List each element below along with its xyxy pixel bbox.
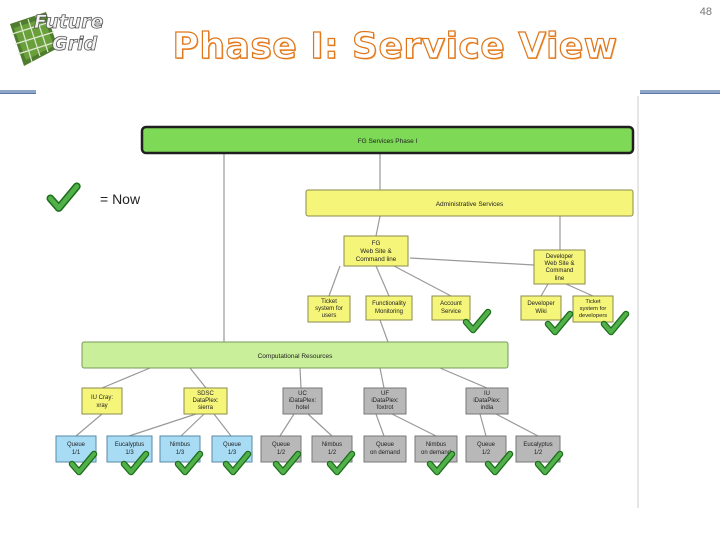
fg-website-node: FG Web Site & Command line [343, 235, 409, 267]
leaf-label: Eucalyptus [523, 442, 552, 448]
leaf-node-nimbus-1-3: Nimbus 1/3 [159, 435, 201, 463]
resource-label: SDSC [197, 391, 214, 397]
admin-child-label: Wiki [535, 309, 546, 315]
leaf-label: 1/2 [482, 450, 491, 456]
leaf-label: 1/3 [125, 450, 134, 456]
admin-child-label: Functionality [372, 301, 406, 307]
resource-label: sierra [198, 405, 214, 411]
slide-title: Phase I: Service View [172, 25, 618, 67]
leaf-label: on demand [370, 450, 400, 456]
leaf-label: 1/3 [176, 450, 185, 456]
resource-label: india [481, 405, 494, 411]
leaf-label: Queue [67, 442, 86, 448]
resource-label: IU [484, 391, 490, 397]
fg-website-line3: Command line [356, 256, 397, 263]
leaf-label: 1/1 [72, 450, 81, 456]
admin-child-label: Developer [527, 301, 554, 307]
admin-child-label: system for [315, 306, 343, 312]
legend-check-icon [50, 186, 76, 208]
admin-child-developer-wiki: Developer Wiki [520, 295, 562, 321]
futuregrid-logo: Future Grid [10, 11, 104, 66]
admin-child-functionality-monitoring: Functionality Monitoring [365, 295, 413, 321]
resource-label: iDataPlex: [473, 398, 501, 404]
dev-website-line2: Web Site & [545, 261, 575, 267]
resource-label: iDataPlex: [289, 398, 317, 404]
leaf-label: Queue [477, 442, 496, 448]
leaf-label: 1/2 [534, 450, 543, 456]
legend-label: = Now [100, 191, 141, 207]
admin-services-label: Administrative Services [436, 201, 504, 208]
resource-label: IU Cray: [91, 395, 113, 401]
resource-node-uc-hotel: UC iDataPlex: hotel [282, 387, 323, 415]
computational-resources-node: Computational Resources [81, 341, 509, 369]
leaf-label: 1/2 [328, 450, 337, 456]
leaf-node-queue-1-2-hotel: Queue 1/2 [260, 435, 302, 463]
leaf-label: Nimbus [426, 442, 446, 448]
leaf-node-eucalyptus-1-2: Eucalyptus 1/2 [515, 435, 561, 463]
dev-website-line4: line [555, 276, 565, 282]
fg-website-line1: FG [372, 240, 381, 247]
root-node: FG Services Phase I [140, 125, 635, 155]
leaf-label: Queue [223, 442, 242, 448]
admin-child-ticket-users: Ticket system for users [307, 295, 351, 323]
admin-child-label: users [322, 313, 337, 319]
leaf-label: 1/2 [277, 450, 286, 456]
admin-child-label: system for [580, 306, 607, 312]
admin-services-node: Administrative Services [305, 189, 634, 217]
admin-child-label: developers [579, 313, 607, 319]
resource-label: foxtrot [377, 405, 394, 411]
admin-child-label: Account [440, 301, 462, 307]
resource-label: UF [381, 391, 389, 397]
resource-node-sdsc-sierra: SDSC DataPlex: sierra [183, 387, 228, 415]
resource-node-iu-cray: IU Cray: xray [81, 387, 123, 415]
logo-text-line2: Grid [52, 33, 97, 55]
leaf-node-queue-1-3: Queue 1/3 [211, 435, 253, 463]
dev-website-line3: Command [546, 268, 574, 274]
logo-grid-mark [10, 12, 58, 66]
leaf-label: Nimbus [322, 442, 342, 448]
leaf-label: 1/3 [228, 450, 237, 456]
developer-website-node: Developer Web Site & Command line [533, 249, 586, 285]
resource-label: hotel [296, 405, 309, 411]
computational-resources-label: Computational Resources [258, 353, 334, 360]
resource-node-uf-foxtrot: UF iDataPlex: foxtrot [363, 387, 407, 415]
leaf-label: Queue [376, 442, 395, 448]
admin-child-label: Service [441, 309, 462, 315]
slide-number: 48 [699, 6, 712, 18]
leaf-node-queue-on-demand: Queue on demand [363, 435, 407, 463]
admin-child-account-service: Account Service [431, 295, 471, 321]
leaf-label: Nimbus [170, 442, 190, 448]
root-label: FG Services Phase I [358, 138, 418, 145]
resource-label: iDataPlex: [371, 398, 399, 404]
admin-child-label: Ticket [585, 299, 601, 305]
leaf-label: Queue [272, 442, 291, 448]
admin-child-label: Monitoring [375, 309, 403, 315]
logo-text-line1: Future [34, 11, 104, 33]
resource-label: xray [96, 403, 107, 409]
leaf-node-queue-1-2-india: Queue 1/2 [465, 435, 507, 463]
dev-website-line1: Developer [546, 254, 573, 260]
admin-child-label: Ticket [321, 299, 337, 305]
admin-child-ticket-developers: Ticket system for developers [572, 295, 614, 323]
fg-website-line2: Web Site & [360, 248, 392, 255]
connector-lines [75, 152, 594, 437]
resource-node-iu-india: IU iDataPlex: india [465, 387, 509, 415]
leaf-label: Eucalyptus [115, 442, 144, 448]
leaf-label: on demand [421, 450, 451, 456]
resource-label: UC [298, 391, 307, 397]
resource-label: DataPlex: [192, 398, 218, 404]
header-rule-right [640, 90, 720, 94]
header-rule-left [0, 90, 36, 94]
